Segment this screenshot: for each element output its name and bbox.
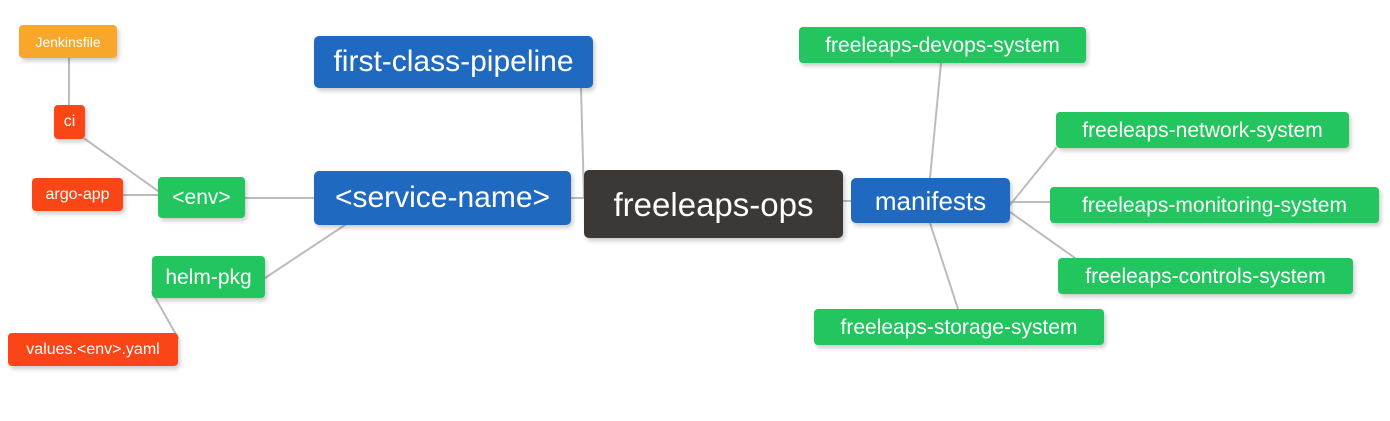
node-label-freeleaps-storage-system: freeleaps-storage-system [840,315,1078,339]
node-service-name[interactable]: <service-name> [314,171,571,225]
node-helm-pkg[interactable]: helm-pkg [152,256,265,298]
node-label-first-class-pipeline: first-class-pipeline [333,45,574,78]
node-label-freeleaps-monitoring-system: freeleaps-monitoring-system [1082,193,1347,217]
node-freeleaps-ops[interactable]: freeleaps-ops [584,170,843,238]
node-label-ci: ci [63,113,76,130]
node-argo-app[interactable]: argo-app [32,178,123,211]
edge-manifests-to-devops_system [929,62,942,179]
node-freeleaps-network-system[interactable]: freeleaps-network-system [1056,112,1349,148]
node-label-manifests: manifests [874,185,987,216]
node-freeleaps-storage-system[interactable]: freeleaps-storage-system [814,309,1104,345]
node-label-freeleaps-devops-system: freeleaps-devops-system [825,33,1060,57]
node-env[interactable]: <env> [158,177,245,218]
node-freeleaps-monitoring-system[interactable]: freeleaps-monitoring-system [1050,187,1379,223]
node-label-freeleaps-ops: freeleaps-ops [613,185,814,223]
node-values-env-yaml[interactable]: values.<env>.yaml [8,333,178,366]
node-label-helm-pkg: helm-pkg [165,265,252,289]
node-label-freeleaps-controls-system: freeleaps-controls-system [1085,264,1326,288]
node-label-env: <env> [172,186,231,209]
node-jenkinsfile[interactable]: Jenkinsfile [19,25,117,58]
node-freeleaps-devops-system[interactable]: freeleaps-devops-system [799,27,1086,63]
node-freeleaps-controls-system[interactable]: freeleaps-controls-system [1058,258,1353,294]
edge-service_name-to-helm_pkg [264,224,346,279]
node-label-service-name: <service-name> [334,181,551,214]
edge-manifests-to-storage_system [929,222,959,310]
node-first-class-pipeline[interactable]: first-class-pipeline [314,36,593,88]
node-label-jenkinsfile: Jenkinsfile [35,33,101,50]
edge-helm_pkg-to-values_yaml [151,291,179,339]
node-label-argo-app: argo-app [45,185,110,203]
node-label-values-env-yaml: values.<env>.yaml [26,340,160,358]
node-manifests[interactable]: manifests [851,178,1010,223]
node-ci[interactable]: ci [54,105,85,139]
node-label-freeleaps-network-system: freeleaps-network-system [1082,118,1323,142]
